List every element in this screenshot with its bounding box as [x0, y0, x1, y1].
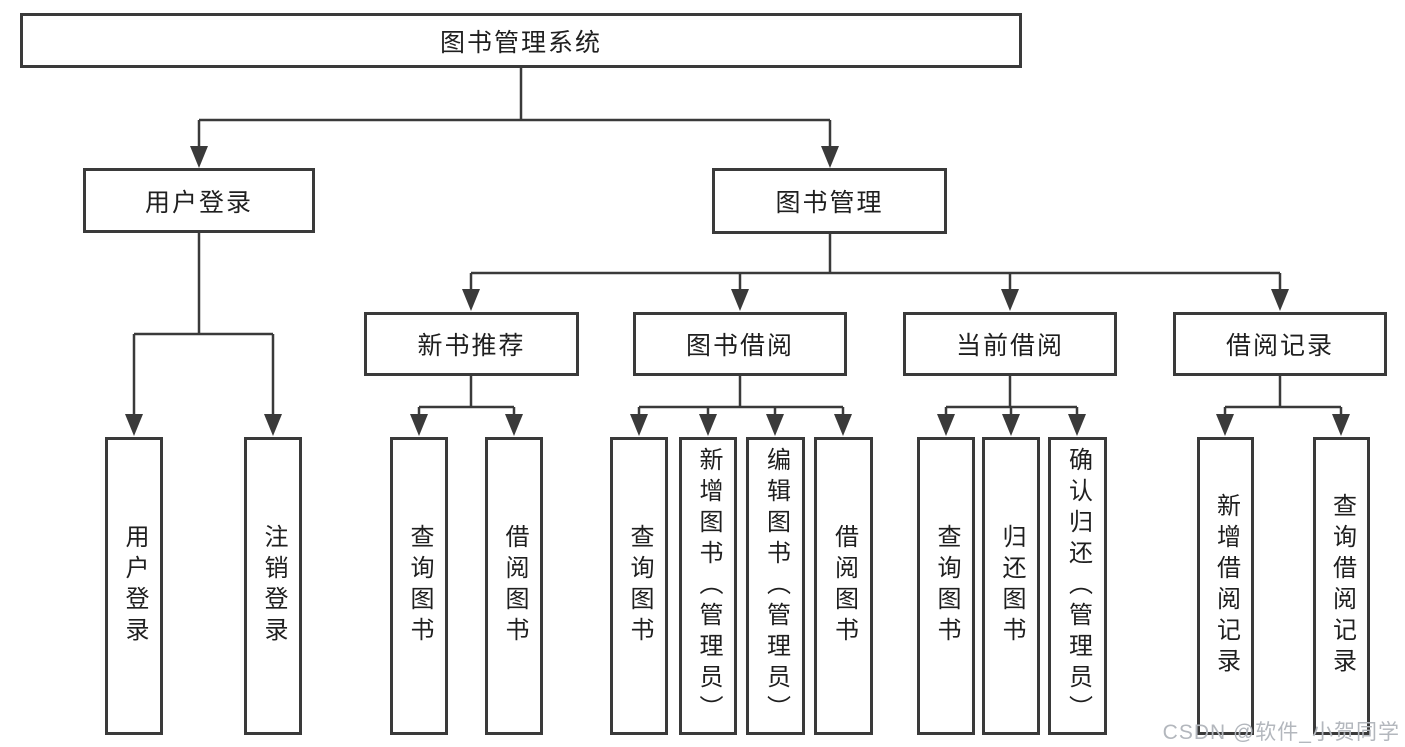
node-label: 注销登录	[260, 524, 287, 648]
node-book-borrowing: 图书借阅	[633, 312, 847, 376]
node-label: 编辑图书（管理员）	[762, 446, 790, 726]
node-leaf-borrow-books: 借阅图书	[814, 437, 873, 735]
node-label: 查询图书	[933, 524, 960, 648]
node-leaf-query-books-current: 查询图书	[917, 437, 975, 735]
node-label: 新增借阅记录	[1212, 493, 1240, 679]
node-leaf-add-book-admin: 新增图书（管理员）	[679, 437, 737, 735]
node-label: 用户登录	[121, 524, 148, 648]
node-leaf-add-borrow-record: 新增借阅记录	[1197, 437, 1254, 735]
node-label: 用户登录	[144, 188, 253, 217]
node-leaf-edit-book-admin: 编辑图书（管理员）	[746, 437, 805, 735]
node-leaf-logout: 注销登录	[244, 437, 302, 735]
node-user-login: 用户登录	[83, 168, 315, 233]
node-new-book-recommend: 新书推荐	[364, 312, 579, 376]
node-leaf-query-borrow-record: 查询借阅记录	[1313, 437, 1370, 735]
node-label: 借阅图书	[501, 524, 528, 648]
node-label: 新书推荐	[417, 332, 526, 360]
node-label: 借阅图书	[830, 524, 858, 648]
node-borrowing-records: 借阅记录	[1173, 312, 1387, 376]
node-label: 确认归还（管理员）	[1064, 446, 1092, 726]
node-leaf-query-books-borrowing: 查询图书	[610, 437, 668, 735]
csdn-watermark: CSDN @软件_小贺同学	[1162, 721, 1400, 744]
node-label: 图书借阅	[685, 332, 794, 360]
node-book-management: 图书管理	[712, 168, 947, 234]
node-label: 查询图书	[626, 524, 653, 648]
node-leaf-user-login: 用户登录	[105, 437, 163, 735]
node-label: 当前借阅	[955, 332, 1064, 360]
node-label: 图书管理	[775, 189, 884, 217]
node-label: 借阅记录	[1225, 332, 1334, 360]
node-library-management-system: 图书管理系统	[20, 13, 1022, 68]
node-leaf-return-book: 归还图书	[982, 437, 1040, 735]
node-label: 查询图书	[406, 524, 433, 648]
node-leaf-borrow-books-recommend: 借阅图书	[485, 437, 543, 735]
node-leaf-confirm-return-admin: 确认归还（管理员）	[1048, 437, 1107, 735]
node-leaf-query-books-recommend: 查询图书	[390, 437, 448, 735]
node-label: 查询借阅记录	[1328, 493, 1356, 679]
node-current-borrowing: 当前借阅	[903, 312, 1117, 376]
node-label: 图书管理系统	[439, 28, 602, 57]
node-label: 新增图书（管理员）	[695, 446, 722, 726]
node-label: 归还图书	[998, 524, 1025, 648]
